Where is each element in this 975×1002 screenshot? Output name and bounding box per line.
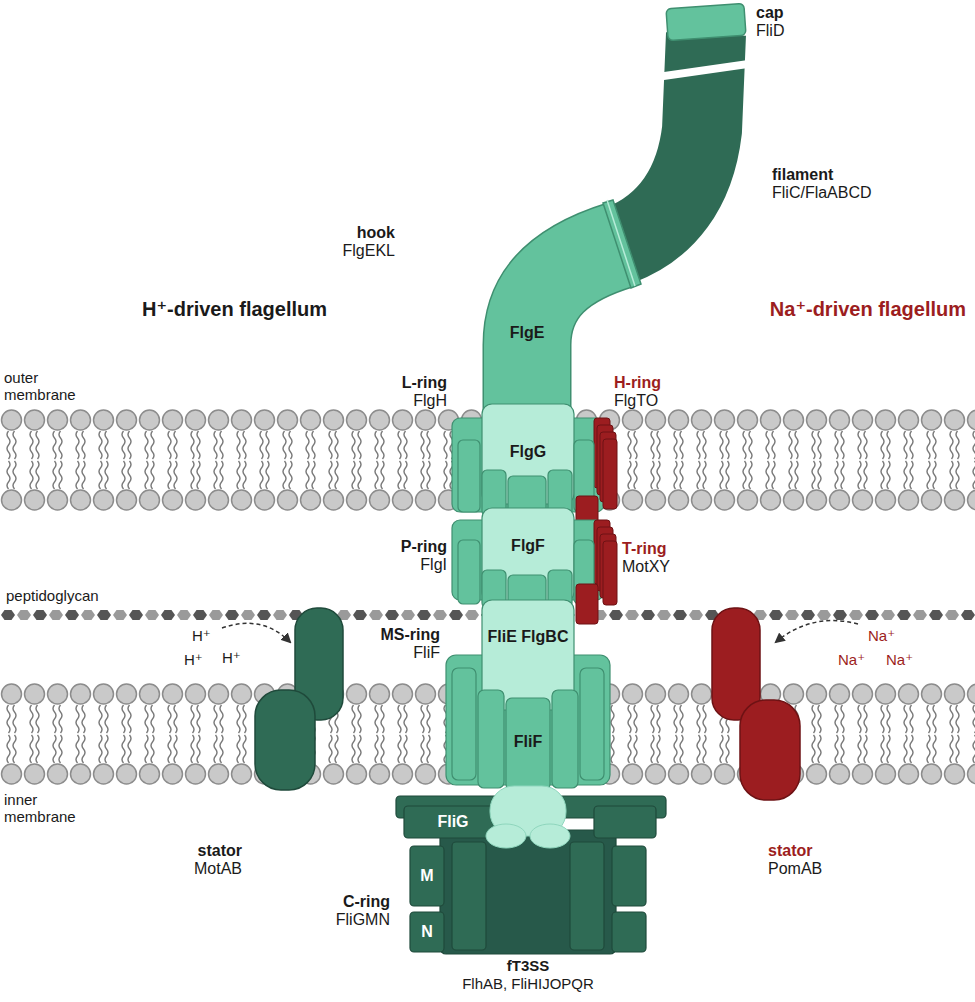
t-ring-front [576, 584, 598, 624]
export-apparatus [530, 824, 570, 848]
stator-motab [255, 608, 343, 790]
protein-label: FlgTO [614, 392, 658, 410]
part-name: T-ring [622, 540, 666, 558]
export-apparatus [486, 824, 526, 848]
protein-label: H⁺ [184, 652, 203, 669]
c-ring-protein: FliG [404, 806, 502, 838]
part-name: filament [772, 166, 833, 184]
protein-label: H⁺ [192, 628, 211, 645]
cap [666, 3, 746, 40]
protein-label: MotAB [194, 860, 242, 878]
protein-label: FlgI [420, 556, 447, 574]
protein-label: PomAB [768, 860, 822, 878]
protein-label: Na⁺ [868, 628, 895, 645]
filament-break [650, 58, 762, 82]
l-ring-front [458, 440, 594, 518]
protein-label: peptidoglycan [6, 588, 99, 605]
fliF-core [506, 698, 550, 790]
protein-label: FlgH [413, 392, 447, 410]
rod-protein: FlgG [484, 438, 572, 466]
protein-label: outer membrane [4, 370, 84, 404]
c-ring-protein: N [410, 912, 444, 952]
part-name: H-ring [614, 374, 661, 392]
protein-label: FliF [413, 644, 440, 662]
part-name: C-ring [343, 893, 390, 911]
part-name: cap [756, 4, 784, 22]
protein-label: inner membrane [4, 792, 84, 826]
part-name: H⁺-driven flagellum [142, 298, 327, 320]
hook-protein: FlgE [490, 318, 564, 348]
h-ring [594, 418, 617, 509]
filament [620, 34, 706, 245]
protein-label: FlgEKL [343, 242, 395, 260]
part-name: L-ring [402, 374, 447, 392]
protein-name: FliF [514, 733, 542, 751]
proton-flow-arrow [222, 623, 290, 642]
part-name: stator [198, 842, 242, 860]
part-name: MS-ring [380, 626, 440, 644]
protein-label: MotXY [622, 558, 670, 576]
protein-name: M [420, 867, 433, 885]
c-ring-protein: M [410, 846, 444, 906]
protein-name: N [421, 923, 433, 941]
protein-name: FlgG [510, 443, 546, 461]
part-name: hook [357, 224, 395, 242]
sodium-flow-arrow [776, 621, 858, 642]
rod-protein: FlgF [484, 532, 572, 560]
stator-pomab [712, 608, 800, 800]
rod-protein: FliE FlgBC [484, 614, 572, 660]
protein-name: FliG [437, 813, 468, 831]
part-name: fT3SS [507, 958, 550, 975]
protein-label: Na⁺ [838, 652, 865, 669]
protein-label: Na⁺ [886, 652, 913, 669]
protein-label: FliC/FlaABCD [772, 184, 872, 202]
protein-label: FliGMN [336, 911, 390, 929]
ring-protein: FliF [506, 728, 550, 756]
protein-label: H⁺ [222, 650, 241, 667]
protein-name: FliE FlgBC [488, 628, 569, 646]
protein-name: FlgE [510, 324, 545, 342]
part-name: stator [768, 842, 812, 860]
protein-label: FlhAB, FliHIJOPQR [462, 976, 594, 993]
protein-label: FliD [756, 22, 784, 40]
junction-ring [607, 200, 635, 286]
hook-filament-junction [603, 200, 641, 288]
part-name: Na⁺-driven flagellum [770, 298, 966, 320]
part-name: P-ring [401, 538, 447, 556]
protein-name: FlgF [511, 537, 545, 555]
